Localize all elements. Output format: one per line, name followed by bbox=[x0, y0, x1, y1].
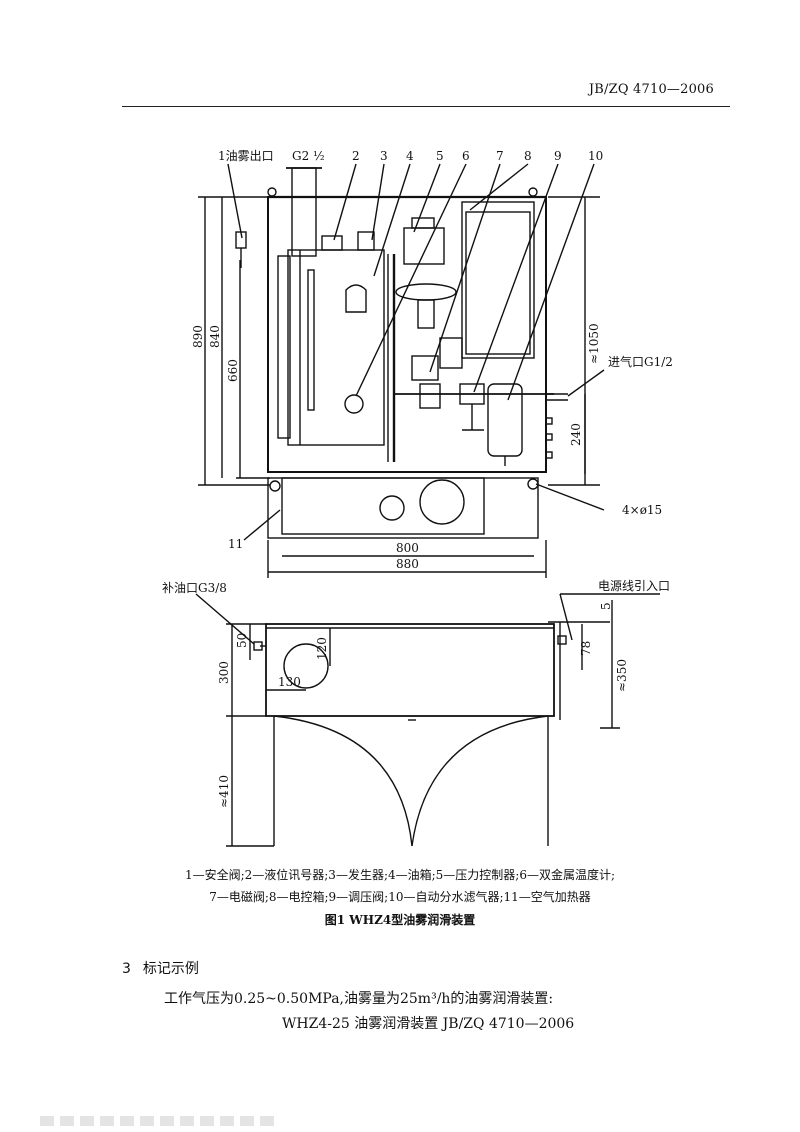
callout-6: 6 bbox=[462, 149, 470, 163]
label-air-inlet: 进气口G1/2 bbox=[608, 354, 673, 369]
level-gauge bbox=[307, 269, 315, 411]
dim-800: 800 bbox=[396, 541, 419, 555]
section-title: 标记示例 bbox=[142, 961, 199, 977]
dim-240: 240 bbox=[569, 423, 583, 446]
right-door-swing bbox=[411, 715, 549, 847]
technical-drawing: 1油雾出口 G2 ½ 2 3 4 5 6 7 8 9 10 11 进气口G1/2… bbox=[162, 149, 673, 847]
callout-4: 4 bbox=[406, 149, 414, 163]
dim-300: 300 bbox=[217, 661, 231, 684]
dim-50: 50 bbox=[235, 633, 249, 648]
callout-10: 10 bbox=[588, 149, 603, 163]
callout-11: 11 bbox=[228, 537, 243, 551]
dim-660: 660 bbox=[226, 359, 240, 382]
section-number: 3 bbox=[122, 961, 131, 977]
dim-890: 890 bbox=[191, 325, 205, 348]
cabinet-outline bbox=[267, 196, 547, 473]
dim-78: 78 bbox=[579, 641, 593, 656]
dim-130: 130 bbox=[278, 675, 301, 689]
example-paragraph: 工作气压为0.25~0.50MPa,油雾量为25m³/h的油雾润滑装置: bbox=[164, 991, 554, 1007]
dim-840: 840 bbox=[208, 325, 222, 348]
control-box bbox=[461, 201, 535, 359]
plan-outline bbox=[265, 623, 555, 717]
label-power-entry: 电源线引入口 bbox=[598, 579, 670, 593]
oil-reservoir bbox=[287, 249, 385, 446]
callout-3: 3 bbox=[380, 149, 388, 163]
left-door-swing bbox=[273, 715, 413, 847]
outlet-pipe bbox=[291, 167, 317, 257]
callout-g2-thread: G2 ½ bbox=[292, 149, 325, 163]
label-holes: 4×ø15 bbox=[622, 503, 662, 517]
dim-350: ≈350 bbox=[615, 659, 629, 692]
legend-line-1: 1—安全阀;2—液位讯号器;3—发生器;4—油箱;5—压力控制器;6—双金属温度… bbox=[184, 868, 616, 882]
callout-7: 7 bbox=[496, 149, 504, 163]
pressure-controller bbox=[403, 227, 445, 265]
callout-5: 5 bbox=[436, 149, 444, 163]
callout-8: 8 bbox=[524, 149, 532, 163]
air-heater bbox=[267, 477, 539, 539]
figure-caption: 图1 WHZ4型油雾润滑装置 bbox=[324, 913, 476, 927]
dim-880: 880 bbox=[396, 557, 419, 571]
dim-5: 5 bbox=[599, 602, 613, 610]
marking-example: WHZ4-25 油雾润滑装置 JB/ZQ 4710—2006 bbox=[282, 1016, 575, 1032]
dim-120: 120 bbox=[315, 637, 329, 660]
header-rule bbox=[122, 106, 730, 107]
scan-artifact bbox=[40, 1116, 280, 1126]
callout-9: 9 bbox=[554, 149, 562, 163]
dim-1050: ≈1050 bbox=[587, 323, 601, 364]
legend-line-2: 7—电磁阀;8—电控箱;9—调压阀;10—自动分水滤气器;11—空气加热器 bbox=[209, 890, 591, 904]
label-oil-fill: 补油口G3/8 bbox=[162, 581, 227, 595]
callout-2: 2 bbox=[352, 149, 360, 163]
callout-1-outlet: 1油雾出口 bbox=[218, 149, 274, 163]
section-heading: 3 标记示例 bbox=[122, 958, 199, 978]
standard-code: JB/ZQ 4710—2006 bbox=[588, 82, 714, 97]
dim-410: ≈410 bbox=[217, 775, 231, 808]
